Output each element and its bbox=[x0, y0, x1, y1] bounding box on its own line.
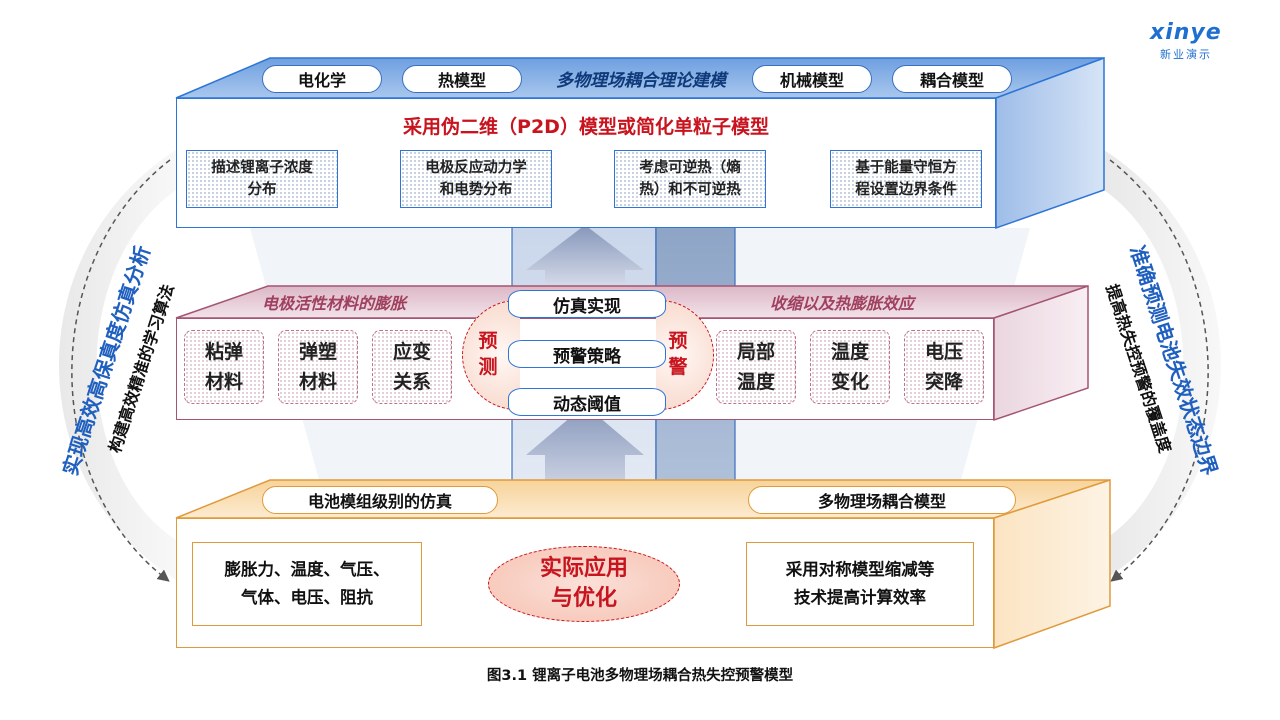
effect-box-temperature-change: 温度变化 bbox=[810, 330, 890, 404]
figure-caption: 图3.1 锂离子电池多物理场耦合热失控预警模型 bbox=[486, 668, 794, 684]
cylinder-warning-strategy: 预警策略 bbox=[508, 340, 666, 368]
effect-box-local-temperature: 局部温度 bbox=[716, 330, 796, 404]
application-oval: 实际应用与优化 bbox=[488, 546, 680, 622]
predict-char: 测 bbox=[478, 356, 498, 378]
box-line: 粘弹 bbox=[204, 341, 243, 363]
box-line: 局部 bbox=[736, 341, 775, 363]
box-line: 材料 bbox=[204, 371, 243, 393]
box-line: 变化 bbox=[830, 371, 869, 393]
box-line: 热）和不可逆热 bbox=[639, 182, 741, 198]
top-box-boundary: 基于能量守恒方程设置边界条件 bbox=[830, 150, 982, 208]
box-line: 关系 bbox=[392, 371, 431, 393]
bottom-right-box: 采用对称模型缩减等技术提高计算效率 bbox=[746, 542, 974, 626]
logo-subtitle: 新业演示 bbox=[1160, 48, 1212, 61]
cylinder-label: 预警策略 bbox=[553, 346, 621, 367]
cylinder-dynamic-threshold: 动态阈值 bbox=[508, 388, 666, 416]
middle-right-label: 收缩以及热膨胀效应 bbox=[770, 294, 915, 313]
warning-char: 预 bbox=[668, 330, 688, 352]
cylinder-simulation: 仿真实现 bbox=[508, 290, 666, 318]
warning-char: 警 bbox=[668, 356, 688, 378]
cylinder-label: 仿真实现 bbox=[553, 296, 621, 317]
predict-label: 预测 bbox=[470, 328, 506, 380]
material-box-viscoelastic: 粘弹材料 bbox=[184, 330, 264, 404]
pill-electrochemistry: 电化学 bbox=[262, 65, 382, 93]
material-box-elastoplastic: 弹塑材料 bbox=[278, 330, 358, 404]
box-line: 气体、电压、阻抗 bbox=[241, 588, 373, 607]
pill-label: 耦合模型 bbox=[919, 71, 984, 90]
box-line: 应变 bbox=[392, 341, 431, 363]
pill-thermal-model: 热模型 bbox=[402, 65, 522, 93]
box-line: 材料 bbox=[298, 371, 337, 393]
pill-label: 电化学 bbox=[297, 71, 346, 90]
box-line: 采用对称模型缩减等 bbox=[785, 560, 935, 579]
bottom-left-box: 膨胀力、温度、气压、气体、电压、阻抗 bbox=[192, 542, 422, 626]
box-line: 描述锂离子浓度 bbox=[211, 160, 313, 176]
oval-line: 实际应用 bbox=[539, 556, 628, 581]
effect-box-voltage-drop: 电压突降 bbox=[904, 330, 984, 404]
pill-mechanical-model: 机械模型 bbox=[752, 65, 872, 93]
box-line: 基于能量守恒方 bbox=[855, 160, 957, 176]
logo-word: xinye bbox=[1150, 20, 1222, 45]
box-line: 技术提高计算效率 bbox=[794, 588, 926, 607]
warning-label: 预警 bbox=[660, 328, 696, 380]
top-center-label: 多物理场耦合理论建模 bbox=[556, 71, 726, 91]
material-box-strain: 应变关系 bbox=[372, 330, 452, 404]
box-line: 温度 bbox=[830, 341, 869, 363]
pill-label: 电池模组级别的仿真 bbox=[307, 492, 452, 511]
pill-multiphysics-model: 多物理场耦合模型 bbox=[748, 486, 1016, 514]
pill-label: 热模型 bbox=[437, 71, 486, 90]
box-line: 弹塑 bbox=[298, 341, 337, 363]
predict-char: 预 bbox=[478, 330, 498, 352]
box-line: 电压 bbox=[924, 341, 963, 363]
pill-coupled-model: 耦合模型 bbox=[892, 65, 1012, 93]
box-line: 突降 bbox=[924, 371, 963, 393]
pill-module-simulation: 电池模组级别的仿真 bbox=[262, 486, 498, 514]
top-box-heat: 考虑可逆热（熵热）和不可逆热 bbox=[614, 150, 766, 208]
box-line: 和电势分布 bbox=[439, 182, 513, 198]
box-line: 膨胀力、温度、气压、 bbox=[224, 560, 390, 579]
top-box-kinetics: 电极反应动力学和电势分布 bbox=[400, 150, 552, 208]
box-line: 温度 bbox=[736, 371, 775, 393]
cylinder-label: 动态阈值 bbox=[553, 394, 621, 415]
middle-left-label: 电极活性材料的膨胀 bbox=[262, 294, 407, 313]
top-title: 采用伪二维（P2D）模型或简化单粒子模型 bbox=[403, 116, 769, 138]
pill-label: 多物理场耦合模型 bbox=[817, 492, 946, 511]
oval-line: 与优化 bbox=[550, 586, 617, 611]
box-line: 电极反应动力学 bbox=[425, 160, 527, 176]
pill-label: 机械模型 bbox=[779, 71, 844, 90]
box-line: 分布 bbox=[247, 182, 277, 198]
top-box-concentration: 描述锂离子浓度分布 bbox=[186, 150, 338, 208]
box-line: 考虑可逆热（熵 bbox=[639, 160, 741, 176]
box-line: 程设置边界条件 bbox=[855, 182, 957, 198]
